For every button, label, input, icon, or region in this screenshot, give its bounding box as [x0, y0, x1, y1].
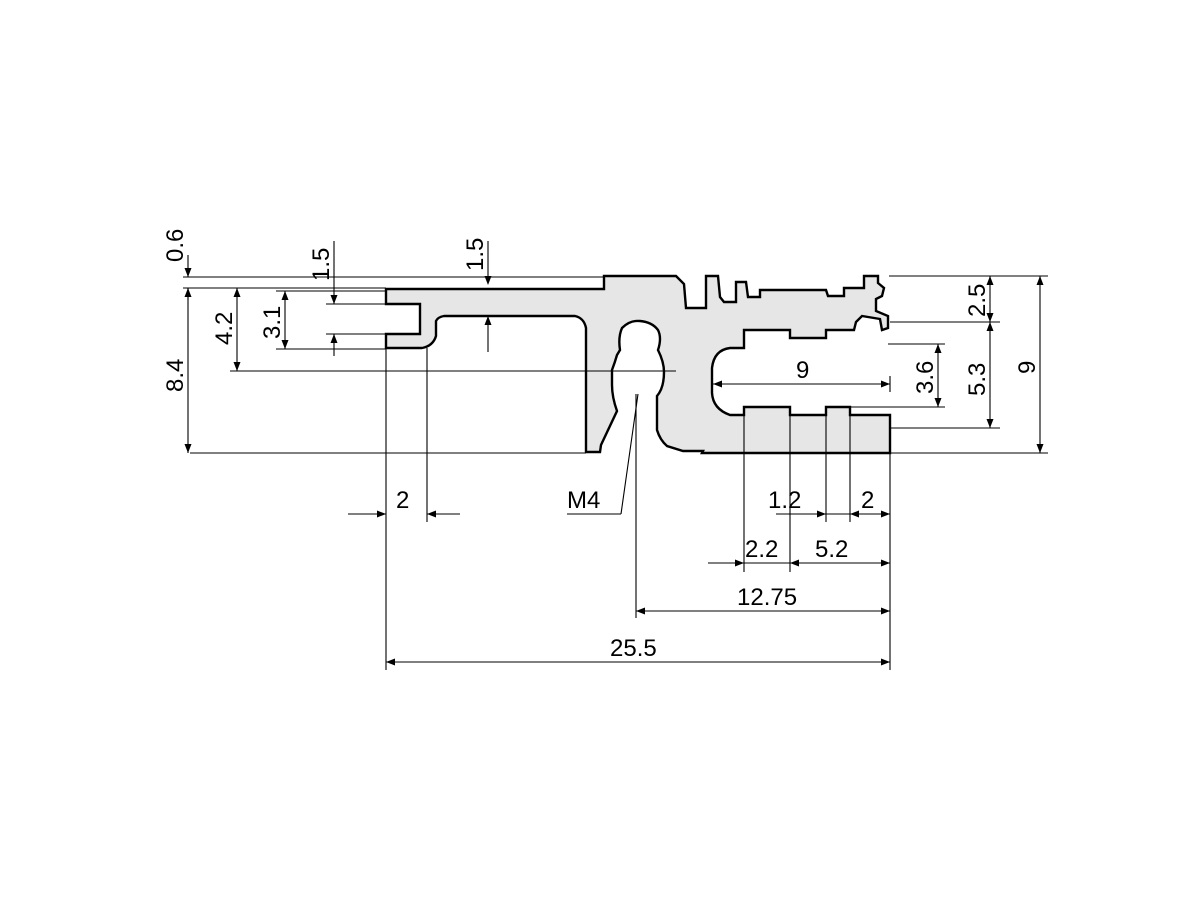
- dim-1-5-left: 1.5: [308, 248, 335, 281]
- dim-2-right: 2: [861, 487, 874, 514]
- dim-25-5: 25.5: [610, 635, 657, 662]
- dim-1-2: 1.2: [768, 487, 801, 514]
- dim-2-5: 2.5: [964, 284, 991, 317]
- dim-2-2: 2.2: [745, 536, 778, 563]
- dim-0-6: 0.6: [162, 229, 189, 262]
- dim-1-5-mid: 1.5: [462, 238, 489, 271]
- dim-m4: M4: [567, 487, 600, 514]
- dim-5-2: 5.2: [815, 536, 848, 563]
- dim-4-2: 4.2: [211, 312, 238, 345]
- dim-9-height: 9: [1014, 361, 1041, 374]
- dim-3-1: 3.1: [259, 306, 286, 339]
- profile-cross-section: [384, 274, 892, 455]
- dim-8-4: 8.4: [162, 359, 189, 392]
- dim-5-3: 5.3: [964, 363, 991, 396]
- dim-3-6: 3.6: [912, 361, 939, 394]
- dim-9-width: 9: [796, 357, 809, 384]
- dim-2-left: 2: [396, 487, 409, 514]
- dim-12-75: 12.75: [737, 584, 797, 611]
